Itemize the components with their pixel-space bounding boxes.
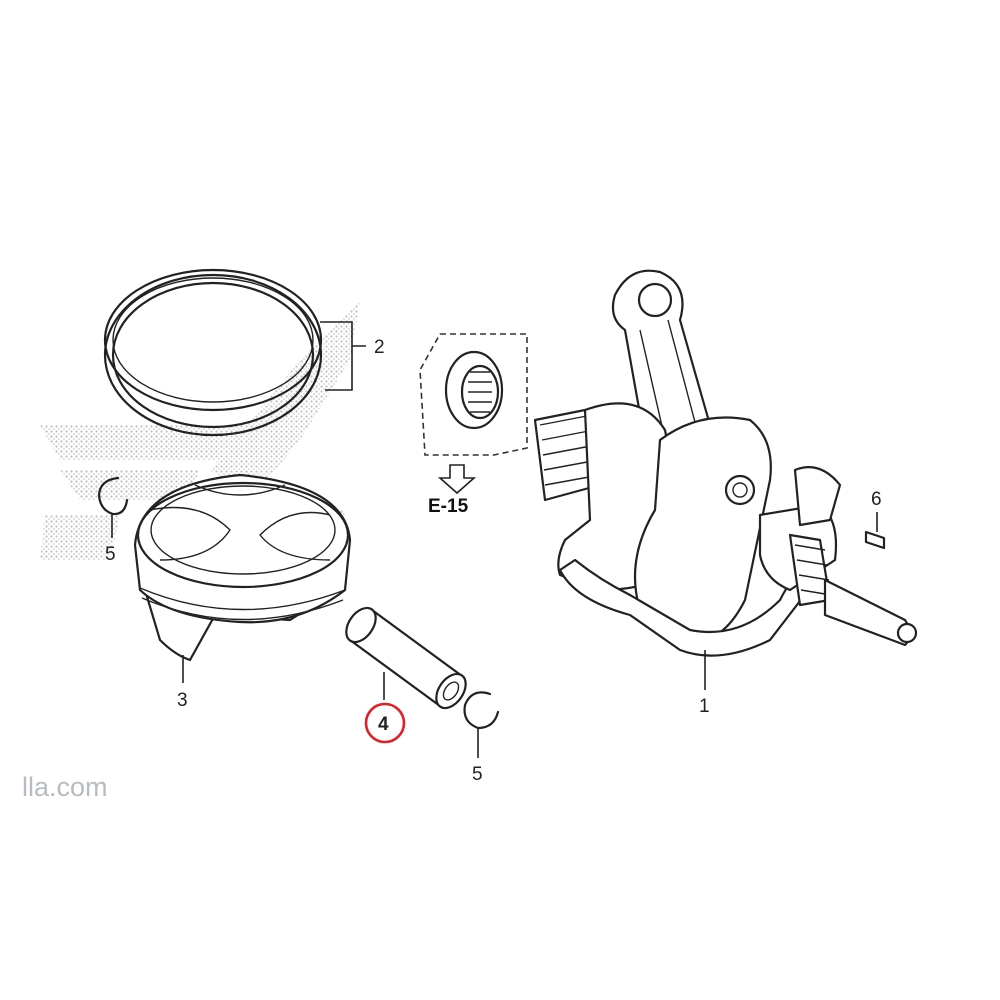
reference-box [419, 333, 528, 495]
clip-left [97, 476, 129, 516]
callout-5-left: 5 [105, 544, 116, 565]
crankshaft [533, 269, 918, 657]
callout-2: 2 [374, 337, 385, 358]
leader-lines [111, 321, 878, 758]
woodruff-key [864, 530, 886, 550]
piston-pin [345, 606, 467, 710]
piston [133, 473, 352, 662]
callout-1: 1 [699, 696, 710, 717]
highlight-circle [364, 702, 406, 744]
watermark-text: lla.com [22, 772, 108, 802]
callout-5-right: 5 [472, 764, 483, 785]
reference-label: E-15 [428, 496, 469, 517]
piston-rings [103, 268, 323, 437]
callout-6: 6 [871, 489, 882, 510]
callout-4: 4 [378, 714, 389, 735]
clip-right [463, 691, 500, 730]
callout-3: 3 [177, 690, 188, 711]
